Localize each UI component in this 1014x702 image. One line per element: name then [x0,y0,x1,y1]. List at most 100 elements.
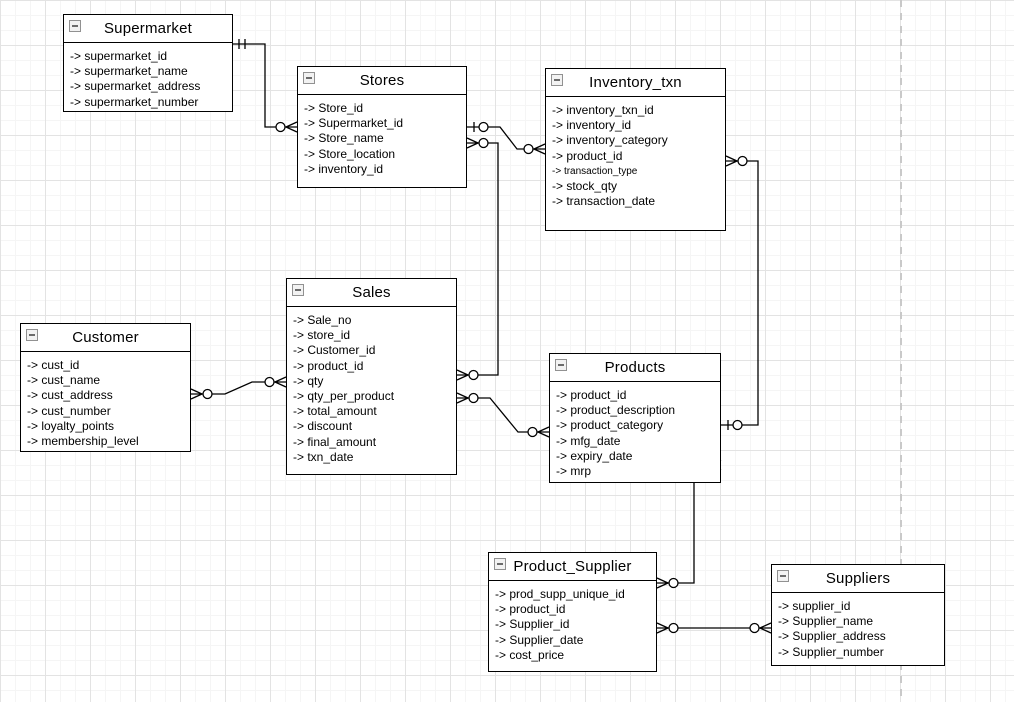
field-Supplier_address[interactable]: -> Supplier_address [778,629,886,644]
entity-title: Supermarket [103,20,193,37]
field-supermarket_name[interactable]: -> supermarket_name [70,64,188,79]
field-cost_price[interactable]: -> cost_price [495,647,565,662]
cardinality-circle-inventory_txn-products [737,155,748,167]
cardinality-circle-stores-inventory_txn [478,121,489,133]
entity-header: Customer [21,324,190,352]
entity-customer[interactable]: Customer -> cust_id-> cust_name-> cust_ad… [20,323,191,452]
entity-fields: -> Store_id-> Supermarket_id-> Store_nam… [298,95,466,177]
field-Supplier_date[interactable]: -> Supplier_date [495,632,584,647]
collapse-minus-icon[interactable] [292,284,304,296]
entity-title: Product_Supplier [513,558,632,575]
field-store_id[interactable]: -> store_id [293,328,351,343]
entity-products[interactable]: Products -> product_id-> product_descript… [549,353,721,483]
field-loyalty_points[interactable]: -> loyalty_points [27,418,115,433]
field-txn_date[interactable]: -> txn_date [293,449,354,464]
field-supermarket_address[interactable]: -> supermarket_address [70,79,201,94]
field-expiry_date[interactable]: -> expiry_date [556,448,633,463]
entity-fields: -> prod_supp_unique_id-> product_id-> Su… [489,581,656,663]
field-cust_address[interactable]: -> cust_address [27,388,113,403]
cardinality-circle-customer-sales [202,388,213,400]
entity-header: Sales [287,279,456,307]
field-Sale_no[interactable]: -> Sale_no [293,313,352,327]
field-Store_id[interactable]: -> Store_id [304,101,364,115]
field-Supplier_number[interactable]: -> Supplier_number [778,644,884,659]
field-Store_name[interactable]: -> Store_name [304,131,384,146]
field-qty_per_product[interactable]: -> qty_per_product [293,389,395,404]
field-Store_location[interactable]: -> Store_location [304,146,396,161]
entity-title: Customer [72,329,139,346]
collapse-minus-icon[interactable] [303,72,315,84]
cardinality-circle-sales-products [527,426,538,438]
field-product_id[interactable]: -> product_id [556,388,627,402]
cardinality-circle-inventory_txn-products [732,419,743,431]
entity-header: Inventory_txn [546,69,725,97]
field-product_id[interactable]: -> product_id [495,602,566,617]
entity-stores[interactable]: Stores-> Store_id-> Supermarket_id-> Sto… [297,66,467,188]
entity-fields: -> supplier_id-> Supplier_name-> Supplie… [772,593,944,660]
collapse-minus-icon[interactable] [69,20,81,32]
entity-header: Supermarket [64,15,232,43]
field-membership_level[interactable]: -> membership_level [27,434,139,449]
entity-header: Suppliers [772,565,944,593]
field-mfg_date[interactable]: -> mfg_date [556,433,621,448]
field-supermarket_id[interactable]: -> supermarket_id [70,49,168,63]
entity-header: Stores [298,67,466,95]
entity-sales[interactable]: Sales-> Sale_no-> store_id-> Customer_id… [286,278,457,475]
field-Supplier_id[interactable]: -> Supplier_id [495,617,570,632]
entity-fields: -> inventory_txn_id-> inventory_id-> inv… [546,97,725,209]
collapse-minus-icon[interactable] [494,558,506,570]
entity-fields: -> supermarket_id-> supermarket_name-> s… [64,43,232,110]
field-prod_supp_unique_id[interactable]: -> prod_supp_unique_id [495,587,625,601]
field-Customer_id[interactable]: -> Customer_id [293,343,376,358]
field-final_amount[interactable]: -> final_amount [293,434,377,449]
entity-suppliers[interactable]: Suppliers-> supplier_id-> Supplier_name-… [771,564,945,666]
cardinality-circle-stores-inventory_txn [523,143,534,155]
entity-title: Inventory_txn [589,74,682,91]
cardinality-circle-product_supplier-products [668,577,679,589]
field-transaction_type[interactable]: -> transaction_type [552,165,638,177]
field-cust_name[interactable]: -> cust_name [27,373,101,388]
field-product_id[interactable]: -> product_id [293,358,364,373]
field-product_id[interactable]: -> product_id [552,148,623,163]
cardinality-circle-stores-sales [478,137,489,149]
field-total_amount[interactable]: -> total_amount [293,404,377,419]
field-inventory_txn_id[interactable]: -> inventory_txn_id [552,103,654,117]
cardinality-circle-customer-sales [264,376,275,388]
entity-title: Suppliers [825,570,891,587]
collapse-minus-icon[interactable] [555,359,567,371]
collapse-minus-icon[interactable] [26,329,38,341]
field-Supermarket_id[interactable]: -> Supermarket_id [304,116,404,131]
field-Supplier_name[interactable]: -> Supplier_name [778,614,874,629]
entity-fields: -> cust_id-> cust_name-> cust_address-> … [21,352,190,449]
cardinality-circle-sales-products [468,392,479,404]
field-inventory_id[interactable]: -> inventory_id [304,161,384,176]
entity-product_supplier[interactable]: Product_Supplier-> prod_supp_unique_id->… [488,552,657,672]
entity-fields: -> Sale_no-> store_id-> Customer_id-> pr… [287,307,456,465]
collapse-minus-icon[interactable] [551,74,563,86]
entity-title: Products [604,359,666,376]
connector-inventory_txn-products[interactable] [721,155,759,430]
field-supermarket_number[interactable]: -> supermarket_number [70,94,199,109]
entity-supermarket[interactable]: Supermarket-> supermarket_id-> supermark… [63,14,233,112]
field-supplier_id[interactable]: -> supplier_id [778,599,851,613]
field-product_category[interactable]: -> product_category [556,418,664,433]
field-cust_number[interactable]: -> cust_number [27,403,111,418]
field-discount[interactable]: -> discount [293,419,353,434]
entity-title: Stores [359,72,405,89]
entity-fields: -> product_id-> product_description-> pr… [550,382,720,479]
field-inventory_category[interactable]: -> inventory_category [552,133,668,148]
entity-title: Sales [352,284,391,301]
entity-inventory_txn[interactable]: Inventory_txn-> inventory_txn_id-> inven… [545,68,726,231]
field-product_description[interactable]: -> product_description [556,403,676,418]
field-inventory_id[interactable]: -> inventory_id [552,118,632,133]
cardinality-circle-supermarket-stores [275,121,286,133]
field-mrp[interactable]: -> mrp [556,464,592,479]
connector-supermarket-stores[interactable] [233,39,298,133]
collapse-minus-icon[interactable] [777,570,789,582]
entity-header: Product_Supplier [489,553,656,581]
field-qty[interactable]: -> qty [293,373,324,388]
field-stock_qty[interactable]: -> stock_qty [552,179,618,194]
field-transaction_date[interactable]: -> transaction_date [552,194,656,209]
field-cust_id[interactable]: -> cust_id [27,358,80,372]
